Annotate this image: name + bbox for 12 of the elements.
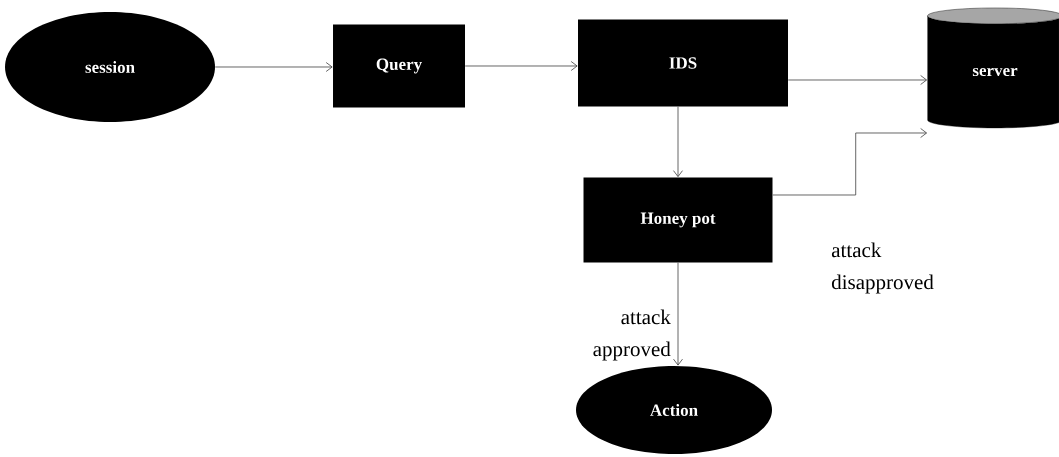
edge-label: attack approved	[593, 309, 671, 361]
process-box: Query	[333, 24, 465, 108]
arrow	[787, 75, 927, 85]
arrow	[772, 128, 927, 196]
database-cylinder: server	[927, 7, 1059, 129]
edge-label: attack disapproved	[831, 242, 934, 294]
arrow	[673, 262, 683, 366]
arrow	[673, 106, 683, 178]
arrow	[464, 61, 578, 71]
process-box: IDS	[578, 19, 788, 107]
process-box: Honey pot	[583, 177, 773, 263]
arrow	[214, 62, 333, 72]
